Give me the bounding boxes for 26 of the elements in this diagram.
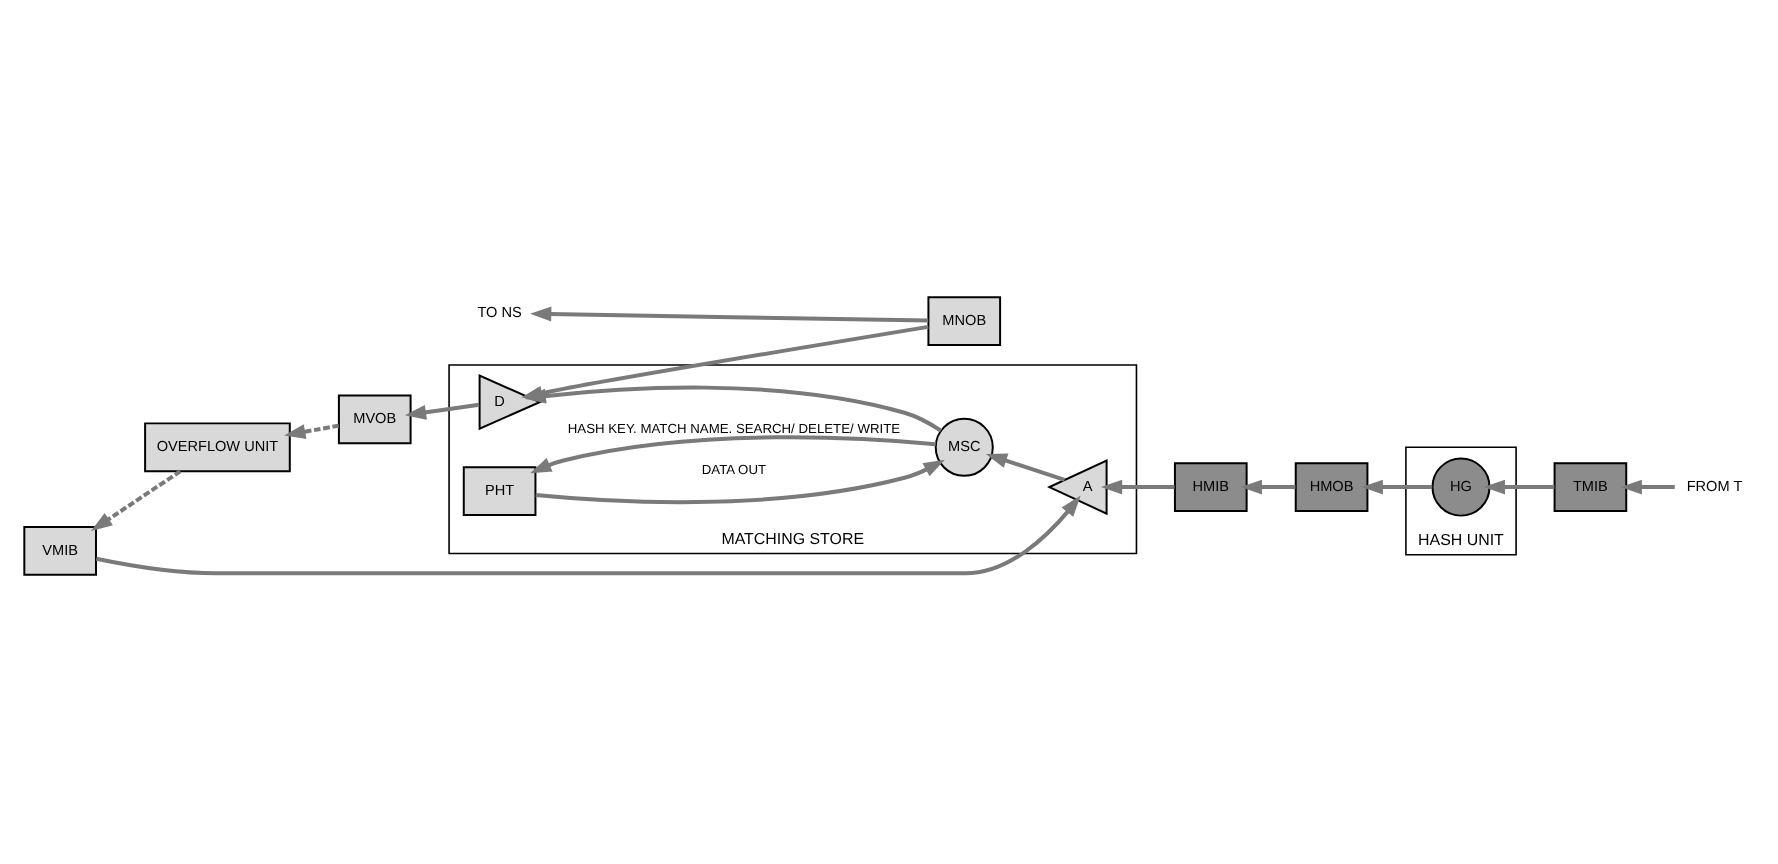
node-circle: HG <box>1431 457 1491 517</box>
node-box: OVERFLOW UNIT <box>144 422 291 473</box>
arrow <box>1483 479 1555 495</box>
node-box: HMIB <box>1173 462 1248 512</box>
node-text: FROM T <box>1686 476 1743 495</box>
arrow <box>530 306 929 323</box>
node-box: MVOB <box>337 394 412 445</box>
arrow <box>284 423 340 440</box>
arrow <box>91 469 182 531</box>
arrow <box>985 453 1066 482</box>
node-box: PHT <box>462 466 537 516</box>
node-box: MNOB <box>927 296 1002 347</box>
node-box: HMOB <box>1294 462 1369 512</box>
arrow <box>404 402 480 420</box>
arrow <box>535 459 945 505</box>
arrow <box>1240 479 1296 495</box>
arrow <box>521 324 929 401</box>
arrow <box>1620 479 1675 495</box>
node-text: TO NS <box>477 302 522 321</box>
arrow <box>95 495 1081 576</box>
arrow <box>530 435 936 474</box>
arrow <box>1100 479 1175 495</box>
node-box: TMIB <box>1553 462 1628 512</box>
node-box: VMIB <box>23 525 97 576</box>
arrow <box>1361 479 1433 495</box>
node-circle: MSC <box>934 417 994 477</box>
